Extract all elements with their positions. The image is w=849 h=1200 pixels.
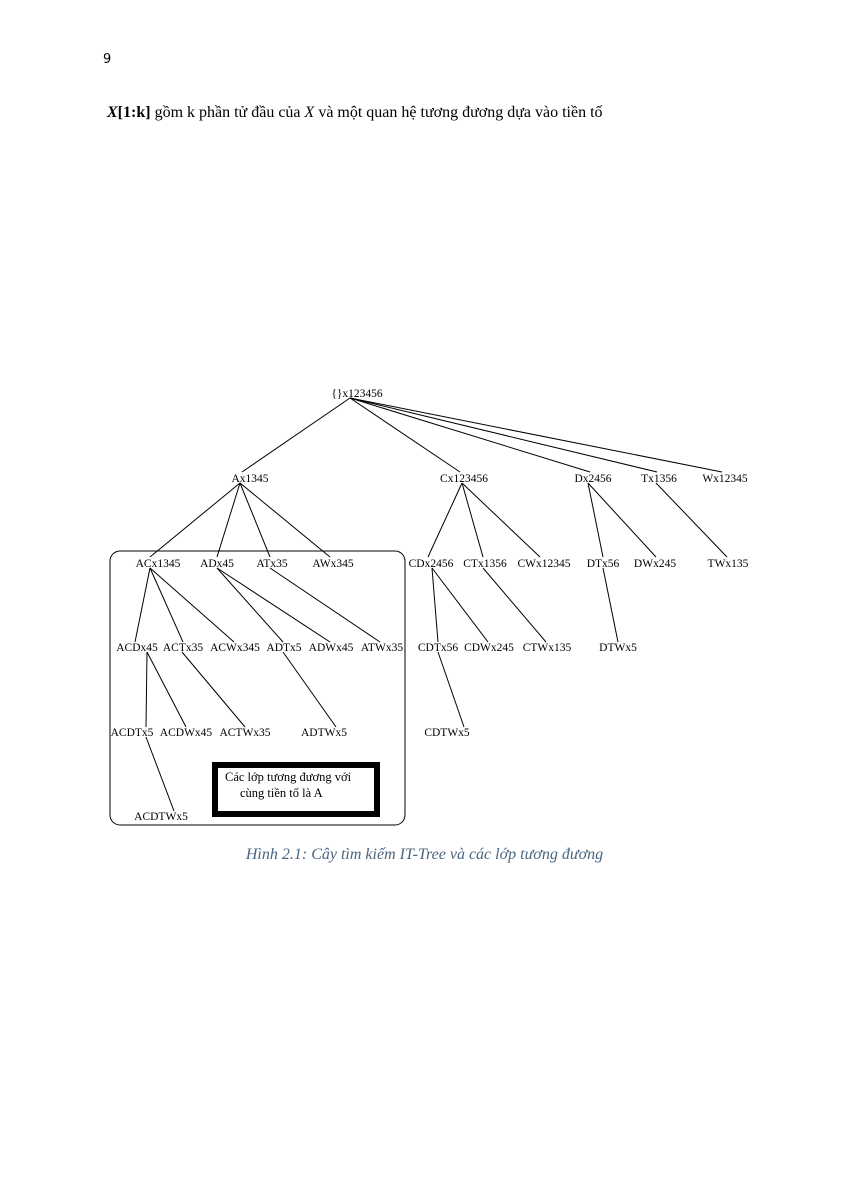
edge [461, 482, 484, 558]
page-number: 9 [103, 52, 112, 67]
legend-line-2: cùng tiền tố là A [240, 786, 323, 800]
edge [349, 397, 461, 473]
node-l3: ACTx35 [163, 642, 204, 654]
node-l3: ACDx45 [116, 642, 158, 654]
node-l3: CDWx245 [464, 642, 514, 654]
edge [149, 567, 184, 643]
edge [216, 567, 331, 643]
node-l4: ACDTx5 [111, 727, 154, 739]
node-l2: CWx12345 [517, 558, 570, 570]
edge [349, 397, 723, 473]
node-l4: ACTWx35 [219, 727, 270, 739]
edge [427, 482, 463, 558]
edge [655, 482, 728, 558]
node-l2: ACx1345 [136, 558, 181, 570]
tree-edges [134, 397, 728, 812]
edge [437, 651, 465, 728]
node-l2: DTx56 [587, 558, 620, 570]
node-l3: ATWx35 [361, 642, 403, 654]
edge [431, 567, 439, 643]
tree-nodes: {}x123456 Ax1345 Cx123456 Dx2456 Tx1356 … [111, 388, 749, 823]
node-root: {}x123456 [331, 388, 383, 400]
node-l2: ADx45 [200, 558, 234, 570]
node-l4: ACDWx45 [160, 727, 213, 739]
edge [587, 482, 604, 558]
edge [145, 651, 148, 728]
index-range: [1:k] [117, 104, 151, 121]
edge [602, 567, 619, 643]
node-l2: TWx135 [708, 558, 749, 570]
edge [216, 567, 284, 643]
node-l2: AWx345 [312, 558, 353, 570]
edge [239, 482, 271, 558]
node-l2: CTx1356 [463, 558, 507, 570]
a-prefix-group-box [109, 550, 406, 826]
edge [149, 567, 235, 643]
edge [241, 397, 351, 473]
node-l4: CDTWx5 [424, 727, 470, 739]
node-l1: Dx2456 [574, 473, 611, 485]
x-symbol: X [107, 104, 118, 121]
edge [431, 567, 489, 643]
edge [587, 482, 657, 558]
edge [461, 482, 541, 558]
node-l2: DWx245 [634, 558, 676, 570]
node-l2: ATx35 [256, 558, 288, 570]
edge [269, 567, 381, 643]
node-l3: ADTx5 [266, 642, 301, 654]
node-l1: Ax1345 [231, 473, 268, 485]
edge [149, 482, 241, 558]
node-l2: CDx2456 [409, 558, 454, 570]
node-l3: ADWx45 [309, 642, 354, 654]
legend-line-1: Các lớp tương đương với [225, 770, 352, 784]
edge [282, 651, 337, 728]
edge [239, 482, 331, 558]
node-l3: DTWx5 [599, 642, 637, 654]
x-symbol-inline: X [304, 104, 315, 121]
body-text-part1: gồm k phần tử đầu của [150, 104, 305, 121]
edge [349, 397, 658, 473]
edge [482, 567, 547, 643]
node-l5: ACDTWx5 [134, 811, 188, 823]
node-l1: Cx123456 [440, 473, 488, 485]
edge [145, 736, 175, 812]
edge [216, 482, 241, 558]
node-l3: ACWx345 [210, 642, 260, 654]
node-l1: Wx12345 [702, 473, 748, 485]
edge [349, 397, 591, 473]
node-l3: CDTx56 [418, 642, 459, 654]
edge [146, 651, 187, 728]
node-l4: ADTWx5 [301, 727, 347, 739]
node-l3: CTWx135 [523, 642, 572, 654]
body-text-line: X[1:k] gồm k phần tử đầu của X và một qu… [107, 104, 603, 122]
edge [134, 567, 151, 643]
body-text-part2: và một quan hệ tương đương dựa vào tiền … [314, 104, 603, 121]
legend-box [212, 762, 380, 817]
edge [181, 651, 246, 728]
figure-caption: Hình 2.1: Cây tìm kiếm IT-Tree và các lớ… [245, 846, 604, 863]
node-l1: Tx1356 [641, 473, 677, 485]
